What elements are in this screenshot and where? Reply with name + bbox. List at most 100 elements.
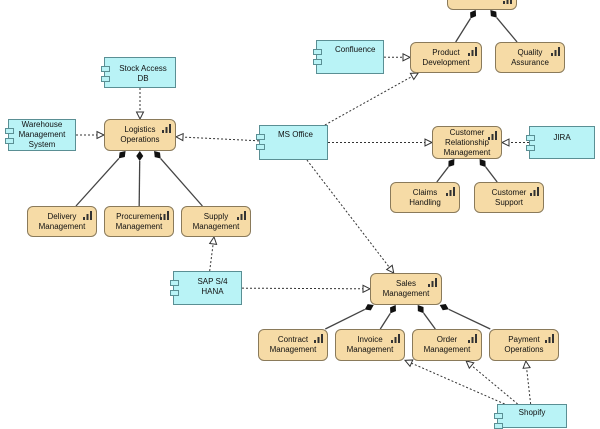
- node-sales-management[interactable]: Sales Management: [370, 273, 442, 305]
- node-warehouse-management-system[interactable]: Warehouse Management System: [8, 119, 76, 151]
- node-sap-s4-hana[interactable]: SAP S/4 HANA: [173, 271, 242, 305]
- composition-diamond: [480, 159, 486, 167]
- node-label: Procurement Management: [116, 212, 163, 232]
- function-icon: [162, 124, 171, 133]
- node-confluence[interactable]: Confluence: [316, 40, 384, 74]
- component-icon: [313, 49, 322, 55]
- serving-connection: [307, 160, 390, 267]
- composition-diamond: [448, 159, 454, 167]
- composition-diamond: [119, 151, 126, 158]
- component-icon: [5, 138, 14, 144]
- node-product-development[interactable]: Product Development: [410, 42, 482, 73]
- serving-connection: [527, 368, 531, 404]
- function-icon: [551, 47, 560, 56]
- node-customer-support[interactable]: Customer Support: [474, 182, 544, 213]
- arrowhead: [425, 139, 432, 146]
- function-icon: [545, 334, 554, 343]
- node-logistics-operations[interactable]: Logistics Operations: [104, 119, 176, 151]
- node-label: Customer Support: [492, 188, 527, 208]
- node-invoice-management[interactable]: Invoice Management: [335, 329, 405, 361]
- node-ms-office[interactable]: MS Office: [259, 125, 328, 160]
- composition-connection: [161, 159, 203, 206]
- node-order-management[interactable]: Order Management: [412, 329, 482, 361]
- arrowhead: [176, 134, 183, 141]
- node-label: Payment Operations: [504, 335, 543, 355]
- function-icon: [391, 334, 400, 343]
- component-icon: [5, 128, 14, 134]
- node-label: JIRA: [553, 133, 570, 143]
- composition-diamond: [470, 10, 476, 18]
- serving-connection: [183, 137, 259, 141]
- node-label: SAP S/4 HANA: [192, 277, 233, 297]
- function-icon: [314, 334, 323, 343]
- node-delivery-management[interactable]: Delivery Management: [27, 206, 97, 237]
- function-icon: [160, 211, 169, 220]
- node-procurement-management[interactable]: Procurement Management: [104, 206, 174, 237]
- component-icon: [494, 413, 503, 419]
- node-label: Claims Handling: [409, 188, 441, 208]
- component-icon: [170, 280, 179, 286]
- node-quality-assurance[interactable]: Quality Assurance: [495, 42, 565, 73]
- node-label: Order Management: [424, 335, 471, 355]
- node-label: Stock Access DB: [119, 64, 167, 84]
- serving-connection: [472, 365, 518, 404]
- node-label: Invoice Management: [347, 335, 394, 355]
- composition-connection: [380, 313, 390, 329]
- composition-connection: [456, 18, 471, 42]
- node-label: Delivery Management: [39, 212, 86, 232]
- function-icon: [237, 211, 246, 220]
- node-supply-management[interactable]: Supply Management: [181, 206, 251, 237]
- function-icon: [83, 211, 92, 220]
- component-icon: [526, 145, 535, 151]
- serving-connection: [242, 288, 363, 289]
- node-top-partial[interactable]: [447, 0, 517, 10]
- function-icon: [488, 131, 497, 140]
- node-jira[interactable]: JIRA: [529, 126, 595, 159]
- component-icon: [526, 135, 535, 141]
- serving-connection: [210, 244, 213, 271]
- component-icon: [101, 76, 110, 82]
- component-icon: [170, 290, 179, 296]
- node-contract-management[interactable]: Contract Management: [258, 329, 328, 361]
- arrowhead: [363, 285, 370, 292]
- node-payment-operations[interactable]: Payment Operations: [489, 329, 559, 361]
- arrowhead: [97, 132, 104, 139]
- node-label: Sales Management: [383, 279, 430, 299]
- node-label: Warehouse Management System: [19, 120, 66, 150]
- component-icon: [494, 423, 503, 429]
- archimate-diagram: Product Development Quality Assurance Co…: [0, 0, 600, 417]
- composition-diamond: [365, 304, 374, 310]
- function-icon: [468, 47, 477, 56]
- node-label: Quality Assurance: [511, 48, 549, 68]
- component-icon: [101, 66, 110, 72]
- component-icon: [256, 144, 265, 150]
- composition-connection: [486, 167, 497, 182]
- node-shopify[interactable]: Shopify: [497, 404, 567, 428]
- node-label: Confluence: [335, 45, 375, 55]
- node-label: Product Development: [422, 48, 469, 68]
- function-icon: [530, 187, 539, 196]
- composition-connection: [325, 309, 364, 329]
- function-icon: [428, 278, 437, 287]
- component-icon: [313, 59, 322, 65]
- node-claims-handling[interactable]: Claims Handling: [390, 182, 460, 213]
- node-label: Contract Management: [270, 335, 317, 355]
- function-icon: [468, 334, 477, 343]
- composition-connection: [437, 167, 448, 182]
- composition-connection: [76, 158, 119, 206]
- arrowhead: [405, 360, 413, 366]
- node-stock-access-db[interactable]: Stock Access DB: [104, 57, 176, 88]
- arrowhead: [387, 265, 394, 273]
- component-icon: [256, 134, 265, 140]
- node-customer-relationship-management[interactable]: Customer Relationship Management: [432, 126, 502, 159]
- composition-diamond: [418, 305, 424, 313]
- arrowhead: [466, 361, 474, 368]
- node-label: MS Office: [278, 130, 313, 140]
- composition-connection: [139, 161, 140, 206]
- composition-connection: [449, 309, 491, 329]
- arrowhead: [410, 73, 418, 79]
- composition-diamond: [136, 151, 143, 161]
- arrowhead: [502, 139, 509, 146]
- arrowhead: [403, 54, 410, 61]
- composition-diamond: [390, 305, 396, 313]
